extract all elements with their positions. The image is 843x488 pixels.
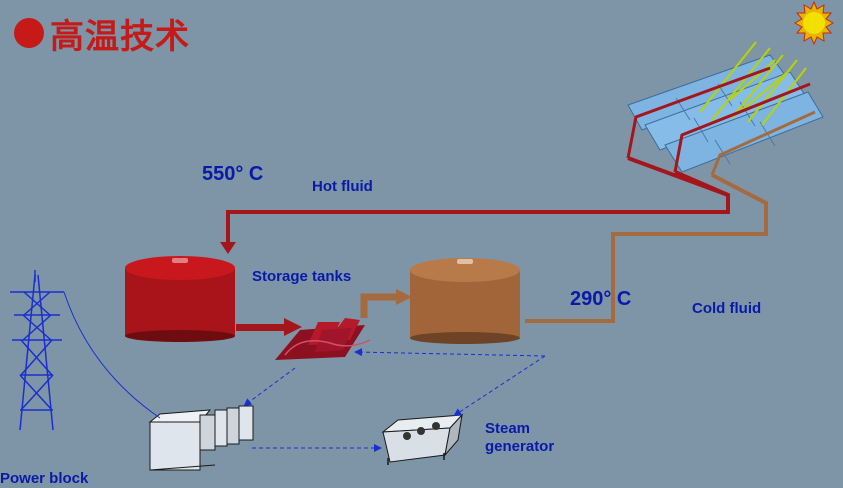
solar-collector-icon (626, 41, 824, 176)
cold-flow-arrow (360, 289, 412, 318)
hot-flow-arrow (236, 318, 302, 336)
cold-pipe (525, 173, 768, 323)
cold-tank-icon (410, 258, 520, 344)
cold-fluid-label: Cold fluid (692, 300, 762, 317)
steam-cycle-flows (243, 348, 546, 452)
title-bullet-icon (14, 18, 44, 48)
page-title: 高温技术 (14, 8, 190, 58)
hot-pipe (220, 156, 730, 254)
heat-exchanger-icon (275, 318, 371, 360)
power-tower-icon (10, 270, 64, 431)
steam-generator-icon (381, 413, 464, 465)
steam-generator-label-line2: generator (485, 438, 555, 455)
cold-temperature-label: 290° C (570, 288, 632, 310)
storage-tanks-label: Storage tanks (252, 268, 352, 285)
hot-tank-icon (125, 256, 235, 342)
hot-fluid-label: Hot fluid (312, 178, 373, 195)
turbine-icon (148, 405, 254, 471)
sun-icon (793, 0, 835, 46)
hot-temperature-label: 550° C (202, 163, 264, 185)
title-text: 高温技术 (50, 16, 190, 57)
power-block-label: Power block (0, 470, 89, 487)
steam-generator-label-line1: Steam (485, 420, 531, 437)
power-line (63, 291, 161, 419)
